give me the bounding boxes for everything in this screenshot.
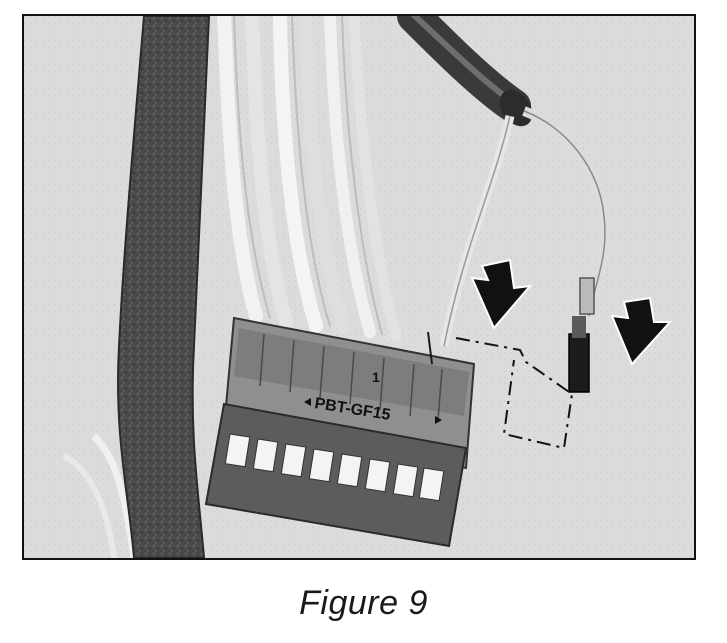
arrow-down-icon xyxy=(470,258,533,330)
connector-pin-mark: 1 xyxy=(372,369,380,385)
figure-caption: Figure 9 xyxy=(299,584,428,622)
connector-body: 1 PBT-GF15 xyxy=(204,316,476,548)
pin-location-outline xyxy=(455,337,574,450)
figure-photo: 1 PBT-GF15 xyxy=(22,14,696,560)
wiring-harness-illustration: 1 PBT-GF15 xyxy=(24,16,694,558)
arrow-down-icon xyxy=(610,296,673,366)
